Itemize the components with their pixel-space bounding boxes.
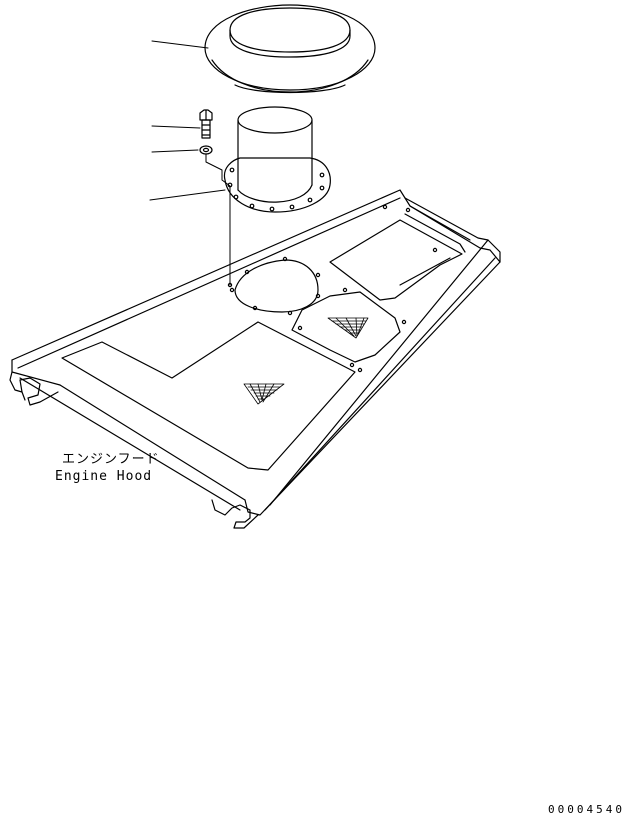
grille-mesh-right [327, 317, 369, 339]
washer [199, 145, 231, 286]
drawing-number: 00004540 [548, 803, 625, 816]
bolt [199, 109, 213, 139]
engine-hood-panel [9, 189, 501, 529]
engine-hood-label-japanese: エンジンフード [62, 452, 160, 467]
exhaust-stack [223, 106, 331, 213]
rain-cap [204, 4, 376, 94]
grille-mesh-center [243, 383, 285, 405]
leader-lines [149, 40, 226, 201]
engine-hood-label-english: Engine Hood [55, 469, 153, 484]
